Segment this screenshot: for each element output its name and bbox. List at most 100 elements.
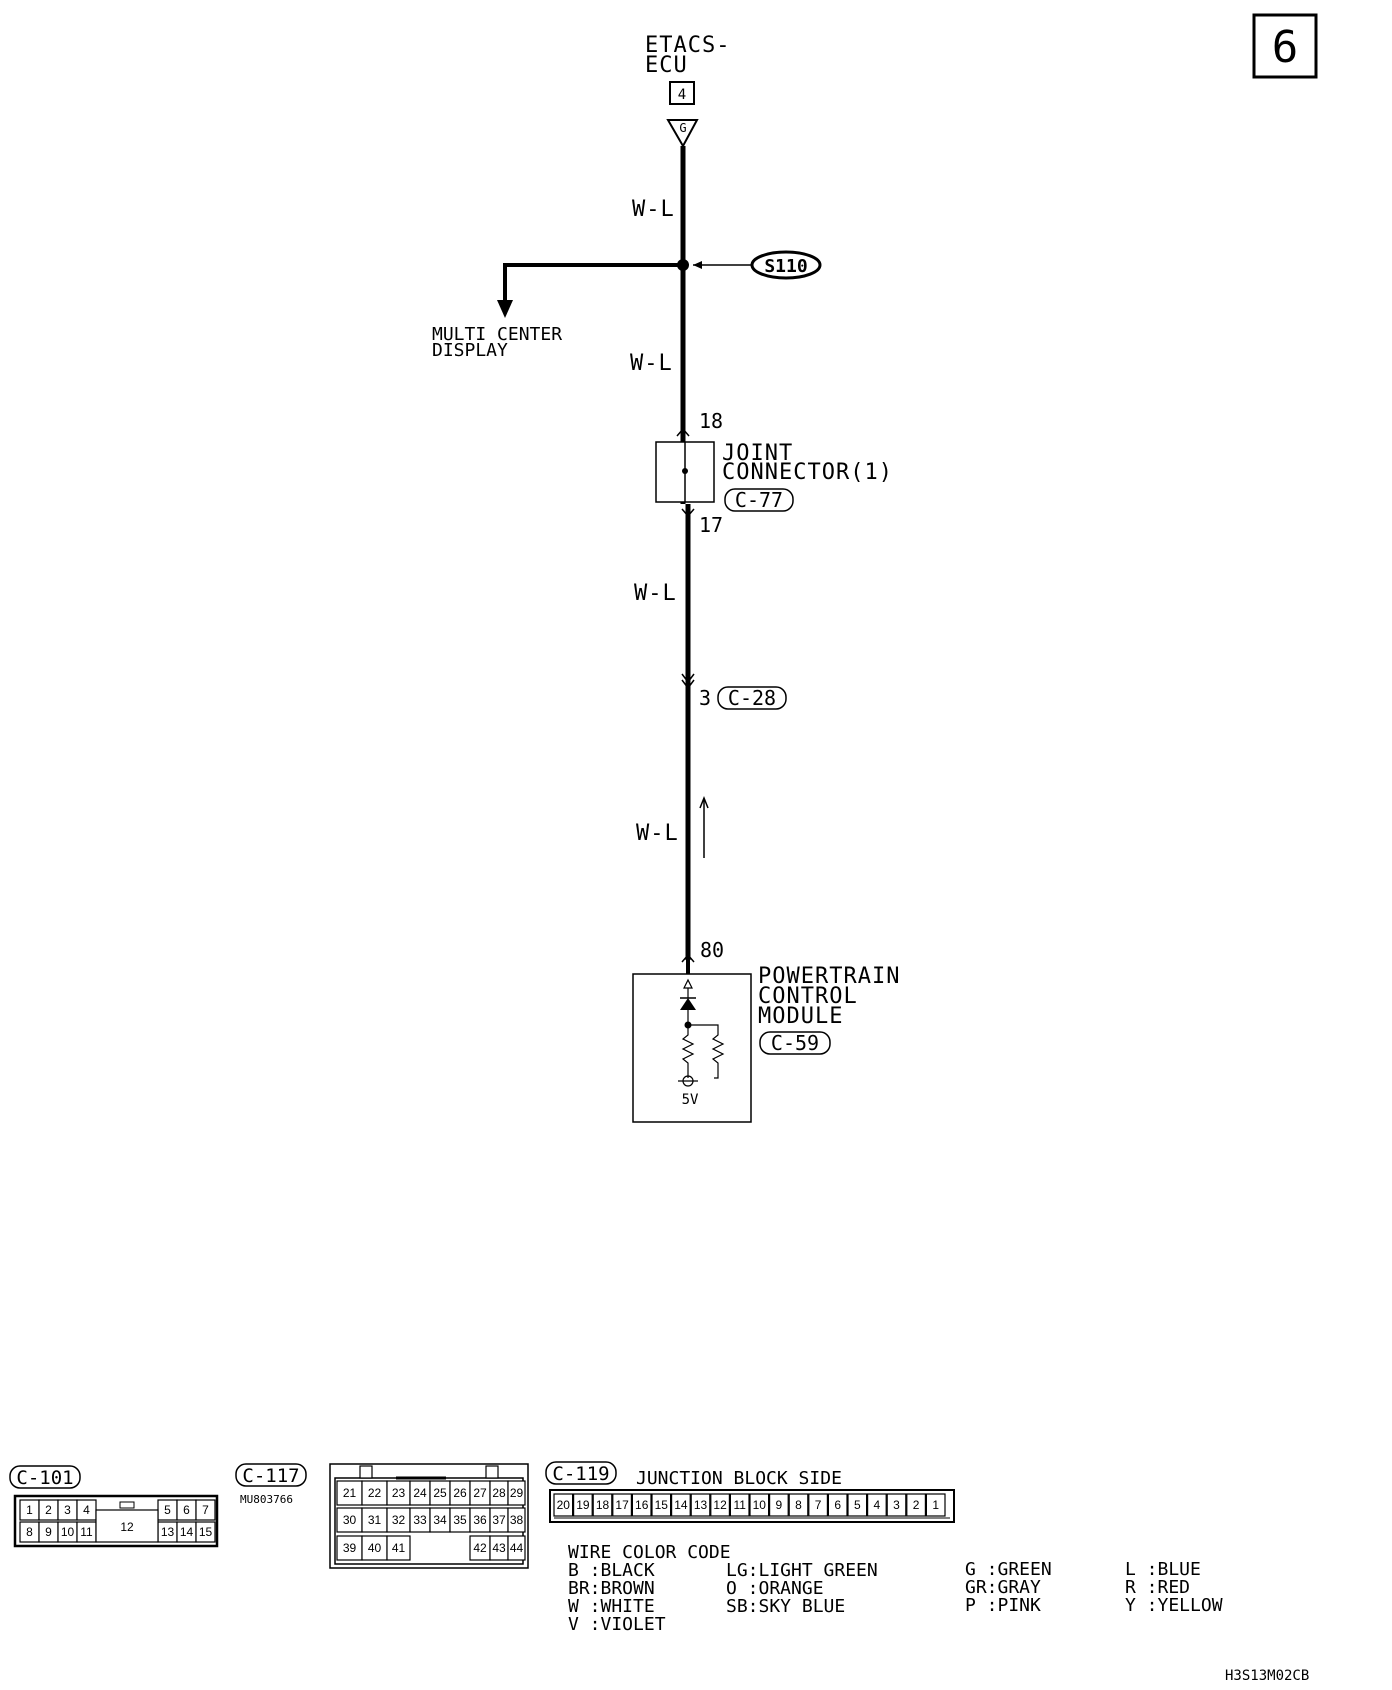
pcm-pin: 80 xyxy=(700,938,724,962)
joint-pin-bottom: 17 xyxy=(699,513,723,537)
c119-pin-label: 20 xyxy=(557,1498,571,1512)
c117-pin-label: 34 xyxy=(433,1513,447,1527)
figure-code: H3S13M02CB xyxy=(1225,1668,1309,1684)
c117-pin-label: 24 xyxy=(413,1486,427,1500)
c117-pin-label: 36 xyxy=(473,1513,487,1527)
etacs-terminal: G xyxy=(679,121,686,135)
c119-cell xyxy=(906,1493,926,1517)
c101-pin-label: 12 xyxy=(120,1520,134,1534)
wire-label-4: W-L xyxy=(636,821,679,846)
c101-pin-label: 13 xyxy=(161,1525,175,1539)
c117-pin-label: 28 xyxy=(492,1486,506,1500)
c119-code-badge xyxy=(545,1461,617,1485)
c119-cell xyxy=(886,1493,907,1517)
c117-cell xyxy=(507,1535,526,1561)
wire-label-3: W-L xyxy=(634,581,677,606)
etacs-number-box xyxy=(669,81,695,105)
wire-label-2: W-L xyxy=(630,351,673,376)
c117-pin-label: 40 xyxy=(368,1541,382,1555)
c117-pin-label: 26 xyxy=(453,1486,467,1500)
c101-pin-label: 15 xyxy=(199,1525,213,1539)
c119-pin-label: 12 xyxy=(713,1498,727,1512)
page-number-box xyxy=(1252,13,1318,79)
c117-pin-label: 42 xyxy=(473,1541,487,1555)
c117-pin-label: 38 xyxy=(510,1513,524,1527)
legend-item: R :RED xyxy=(1125,1577,1190,1598)
c117-pin-label: 27 xyxy=(473,1486,487,1500)
c101-pin-label: 5 xyxy=(164,1503,171,1517)
c119-pin-label: 18 xyxy=(596,1498,610,1512)
c101-cell xyxy=(195,1499,216,1521)
c119-cell xyxy=(572,1493,593,1517)
c119-pin-label: 6 xyxy=(834,1498,841,1512)
c119-pin-label: 7 xyxy=(815,1498,822,1512)
signal-direction-arrow-head xyxy=(699,795,709,809)
c117-pin-label: 44 xyxy=(510,1541,524,1555)
c117-pin-label: 25 xyxy=(433,1486,447,1500)
legend-col1: B :BLACK BR:BROWN W :WHITE V :VIOLET xyxy=(568,1560,666,1635)
pcm-code: C-59 xyxy=(771,1031,819,1055)
etacs-number: 4 xyxy=(678,87,686,103)
c28-pin-mark xyxy=(681,673,695,690)
legend-item: BR:BROWN xyxy=(568,1578,655,1599)
c119-pin-label: 15 xyxy=(655,1498,669,1512)
c101-code-badge xyxy=(9,1465,81,1489)
c117-pin-label: 35 xyxy=(453,1513,467,1527)
pcm-label-line3: MODULE xyxy=(758,1004,843,1029)
c119-cell xyxy=(768,1493,789,1517)
c119-cell xyxy=(553,1493,574,1517)
c119-pin-label: 4 xyxy=(874,1498,881,1512)
legend-item: LG:LIGHT GREEN xyxy=(726,1560,878,1581)
c119-cell xyxy=(788,1493,809,1517)
c101-pin-label: 6 xyxy=(183,1503,190,1517)
joint-label-line1: JOINT xyxy=(722,441,793,466)
legend-col2: LG:LIGHT GREEN O :ORANGE SB:SKY BLUE xyxy=(726,1560,878,1617)
c119-pin-label: 3 xyxy=(893,1498,900,1512)
c117-cell xyxy=(507,1507,526,1533)
c101-pin-label: 9 xyxy=(45,1525,52,1539)
branch-wire xyxy=(503,263,683,305)
c101-code: C-101 xyxy=(16,1467,73,1489)
c119-cell xyxy=(749,1493,770,1517)
splice-badge xyxy=(750,250,822,280)
branch-arrow-icon xyxy=(497,300,513,318)
c119-pin-label: 13 xyxy=(694,1498,708,1512)
multi-center-line1: MULTI CENTER xyxy=(432,324,562,345)
c119-cell xyxy=(631,1493,652,1517)
joint-pin-top-mark xyxy=(676,427,690,437)
pcm-pin-mark xyxy=(681,953,695,963)
c117-cell xyxy=(361,1480,388,1506)
legend-title: WIRE COLOR CODE xyxy=(568,1542,731,1563)
c117-pin-label: 33 xyxy=(413,1513,427,1527)
c119-cell xyxy=(808,1493,828,1517)
c119-cell xyxy=(827,1493,848,1517)
legend-col4: L :BLUE R :RED Y :YELLOW xyxy=(1125,1559,1223,1616)
c117-pin-label: 21 xyxy=(343,1486,357,1500)
legend-item: SB:SKY BLUE xyxy=(726,1596,845,1617)
c117-cell xyxy=(361,1507,388,1533)
c117-code-badge xyxy=(235,1463,307,1487)
c117-cell xyxy=(361,1535,388,1561)
wire-label-1: W-L xyxy=(632,197,675,222)
c119-cell xyxy=(592,1493,613,1517)
c117-pin-label: 31 xyxy=(368,1513,382,1527)
c28-code-badge xyxy=(717,686,787,710)
c101-pin-label: 2 xyxy=(45,1503,52,1517)
c119-pin-label: 14 xyxy=(674,1498,688,1512)
c119-pin-label: 16 xyxy=(635,1498,649,1512)
c119-cell xyxy=(925,1493,946,1517)
c119-pin-label: 9 xyxy=(776,1498,783,1512)
c117-cell xyxy=(386,1535,411,1561)
c119-cell xyxy=(710,1493,730,1517)
c119-pin-label: 10 xyxy=(753,1498,767,1512)
c101-pin-label: 3 xyxy=(64,1503,71,1517)
pcm-resistor1-icon xyxy=(681,1025,695,1078)
c117-part: MU803766 xyxy=(240,1493,293,1506)
c117-pin-label: 43 xyxy=(492,1541,506,1555)
c117-pin-label: 23 xyxy=(392,1486,406,1500)
c119-cell xyxy=(729,1493,750,1517)
splice-pointer-arrow xyxy=(693,261,702,269)
pcm-code-badge xyxy=(759,1031,831,1055)
c117-cell xyxy=(507,1480,526,1506)
legend-item: B :BLACK xyxy=(568,1560,655,1581)
